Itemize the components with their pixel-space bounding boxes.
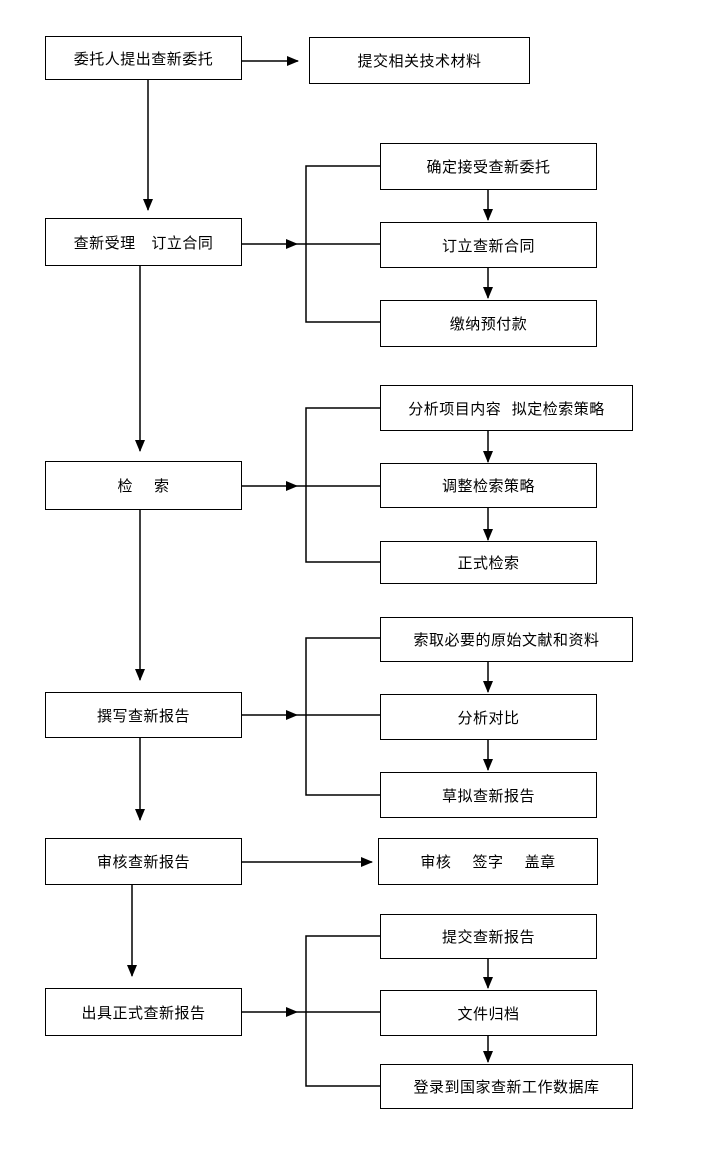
task-box-1-1: 提交相关技术材料 bbox=[309, 37, 530, 84]
task-box-6-2: 文件归档 bbox=[380, 990, 597, 1036]
task-bracket-3 bbox=[305, 407, 380, 563]
task-box-3-2: 调整检索策略 bbox=[380, 463, 597, 508]
task-bracket-4 bbox=[305, 637, 380, 796]
task-box-5-1: 审核 签字 盖章 bbox=[378, 838, 598, 885]
step-box-2: 查新受理 订立合同 bbox=[45, 218, 242, 266]
task-bracket-6 bbox=[305, 935, 380, 1087]
step-box-3: 检 索 bbox=[45, 461, 242, 510]
task-box-4-2: 分析对比 bbox=[380, 694, 597, 740]
task-box-3-1: 分析项目内容 拟定检索策略 bbox=[380, 385, 633, 431]
task-box-2-2: 订立查新合同 bbox=[380, 222, 597, 268]
task-box-4-3: 草拟查新报告 bbox=[380, 772, 597, 818]
step-box-4: 撰写查新报告 bbox=[45, 692, 242, 738]
task-box-3-3: 正式检索 bbox=[380, 541, 597, 584]
step-box-1: 委托人提出查新委托 bbox=[45, 36, 242, 80]
task-box-2-3: 缴纳预付款 bbox=[380, 300, 597, 347]
task-box-6-3: 登录到国家查新工作数据库 bbox=[380, 1064, 633, 1109]
task-box-6-1: 提交查新报告 bbox=[380, 914, 597, 959]
task-box-2-1: 确定接受查新委托 bbox=[380, 143, 597, 190]
step-box-6: 出具正式查新报告 bbox=[45, 988, 242, 1036]
task-box-4-1: 索取必要的原始文献和资料 bbox=[380, 617, 633, 662]
step-box-5: 审核查新报告 bbox=[45, 838, 242, 885]
